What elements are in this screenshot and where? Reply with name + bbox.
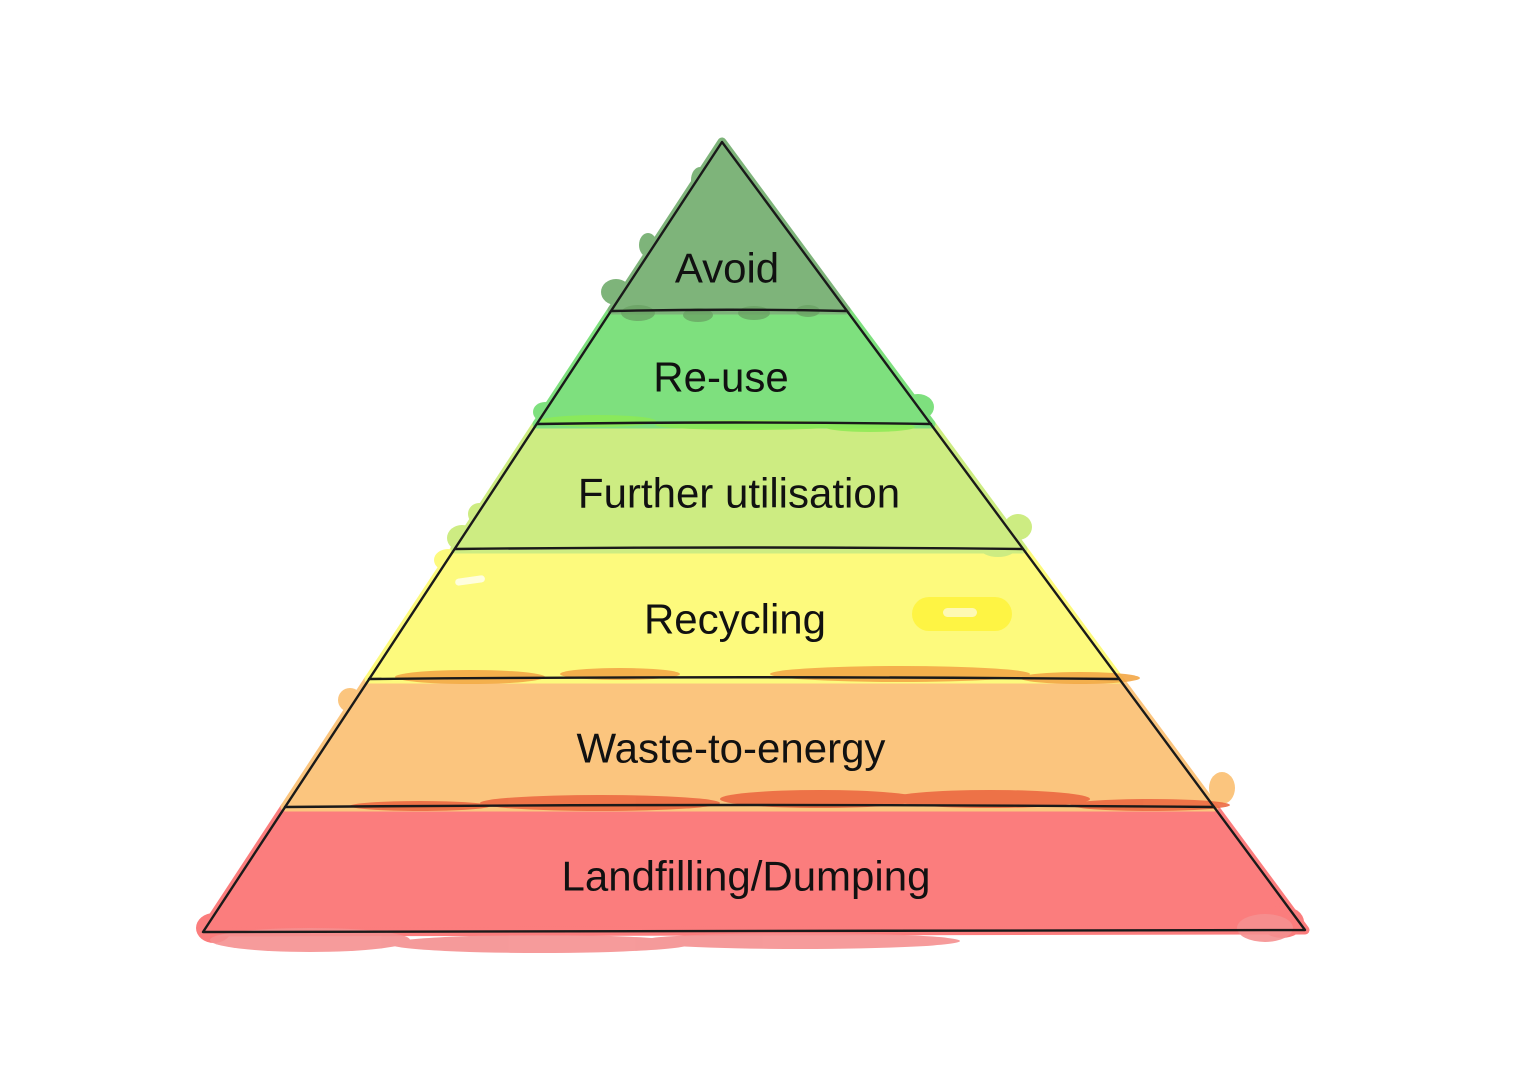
marker-blob [639,233,657,257]
divider-wte-landfilling [283,803,1216,809]
level-re-use-label: Re-use [653,354,788,401]
spill [1237,914,1293,942]
smear [1070,799,1230,811]
marker-blob [338,688,362,712]
white-streak [455,575,485,586]
divider-recycling-wte [367,676,1121,681]
scallop [683,308,713,322]
level-recycling-label: Recycling [644,596,826,643]
marker-blob [601,279,631,305]
level-labels: Avoid Re-use Further utilisation Recycli… [562,245,931,900]
landfilling-bottom-spill [210,914,1293,953]
marker-blob [776,250,798,274]
triangle-outline [201,140,1307,934]
level-avoid-label: Avoid [675,245,779,292]
scallop [621,305,655,321]
scallop [738,306,770,320]
divider-avoid-reuse [610,308,848,313]
smear [890,790,1090,808]
smear [480,795,720,811]
marker-blob [691,167,709,193]
marker-blob [754,208,774,236]
smear [720,790,920,808]
level-further-utilisation-label: Further utilisation [578,470,900,517]
divider-further-recycling [453,546,1025,551]
pyramid-outline [201,140,1307,934]
marker-blob [759,288,785,308]
recycling-highlight [455,575,1012,631]
smear [770,666,1030,682]
smear [540,415,656,427]
marker-blob [1209,772,1235,804]
highlight-inner-dash [943,608,977,617]
level-waste-to-energy-label: Waste-to-energy [577,725,886,772]
spill [640,933,960,949]
divider-reuse-further [535,421,933,426]
level-landfilling-label: Landfilling/Dumping [562,853,931,900]
landfilling-top-smear [350,790,1230,811]
spill [390,935,690,953]
spill [210,928,410,952]
